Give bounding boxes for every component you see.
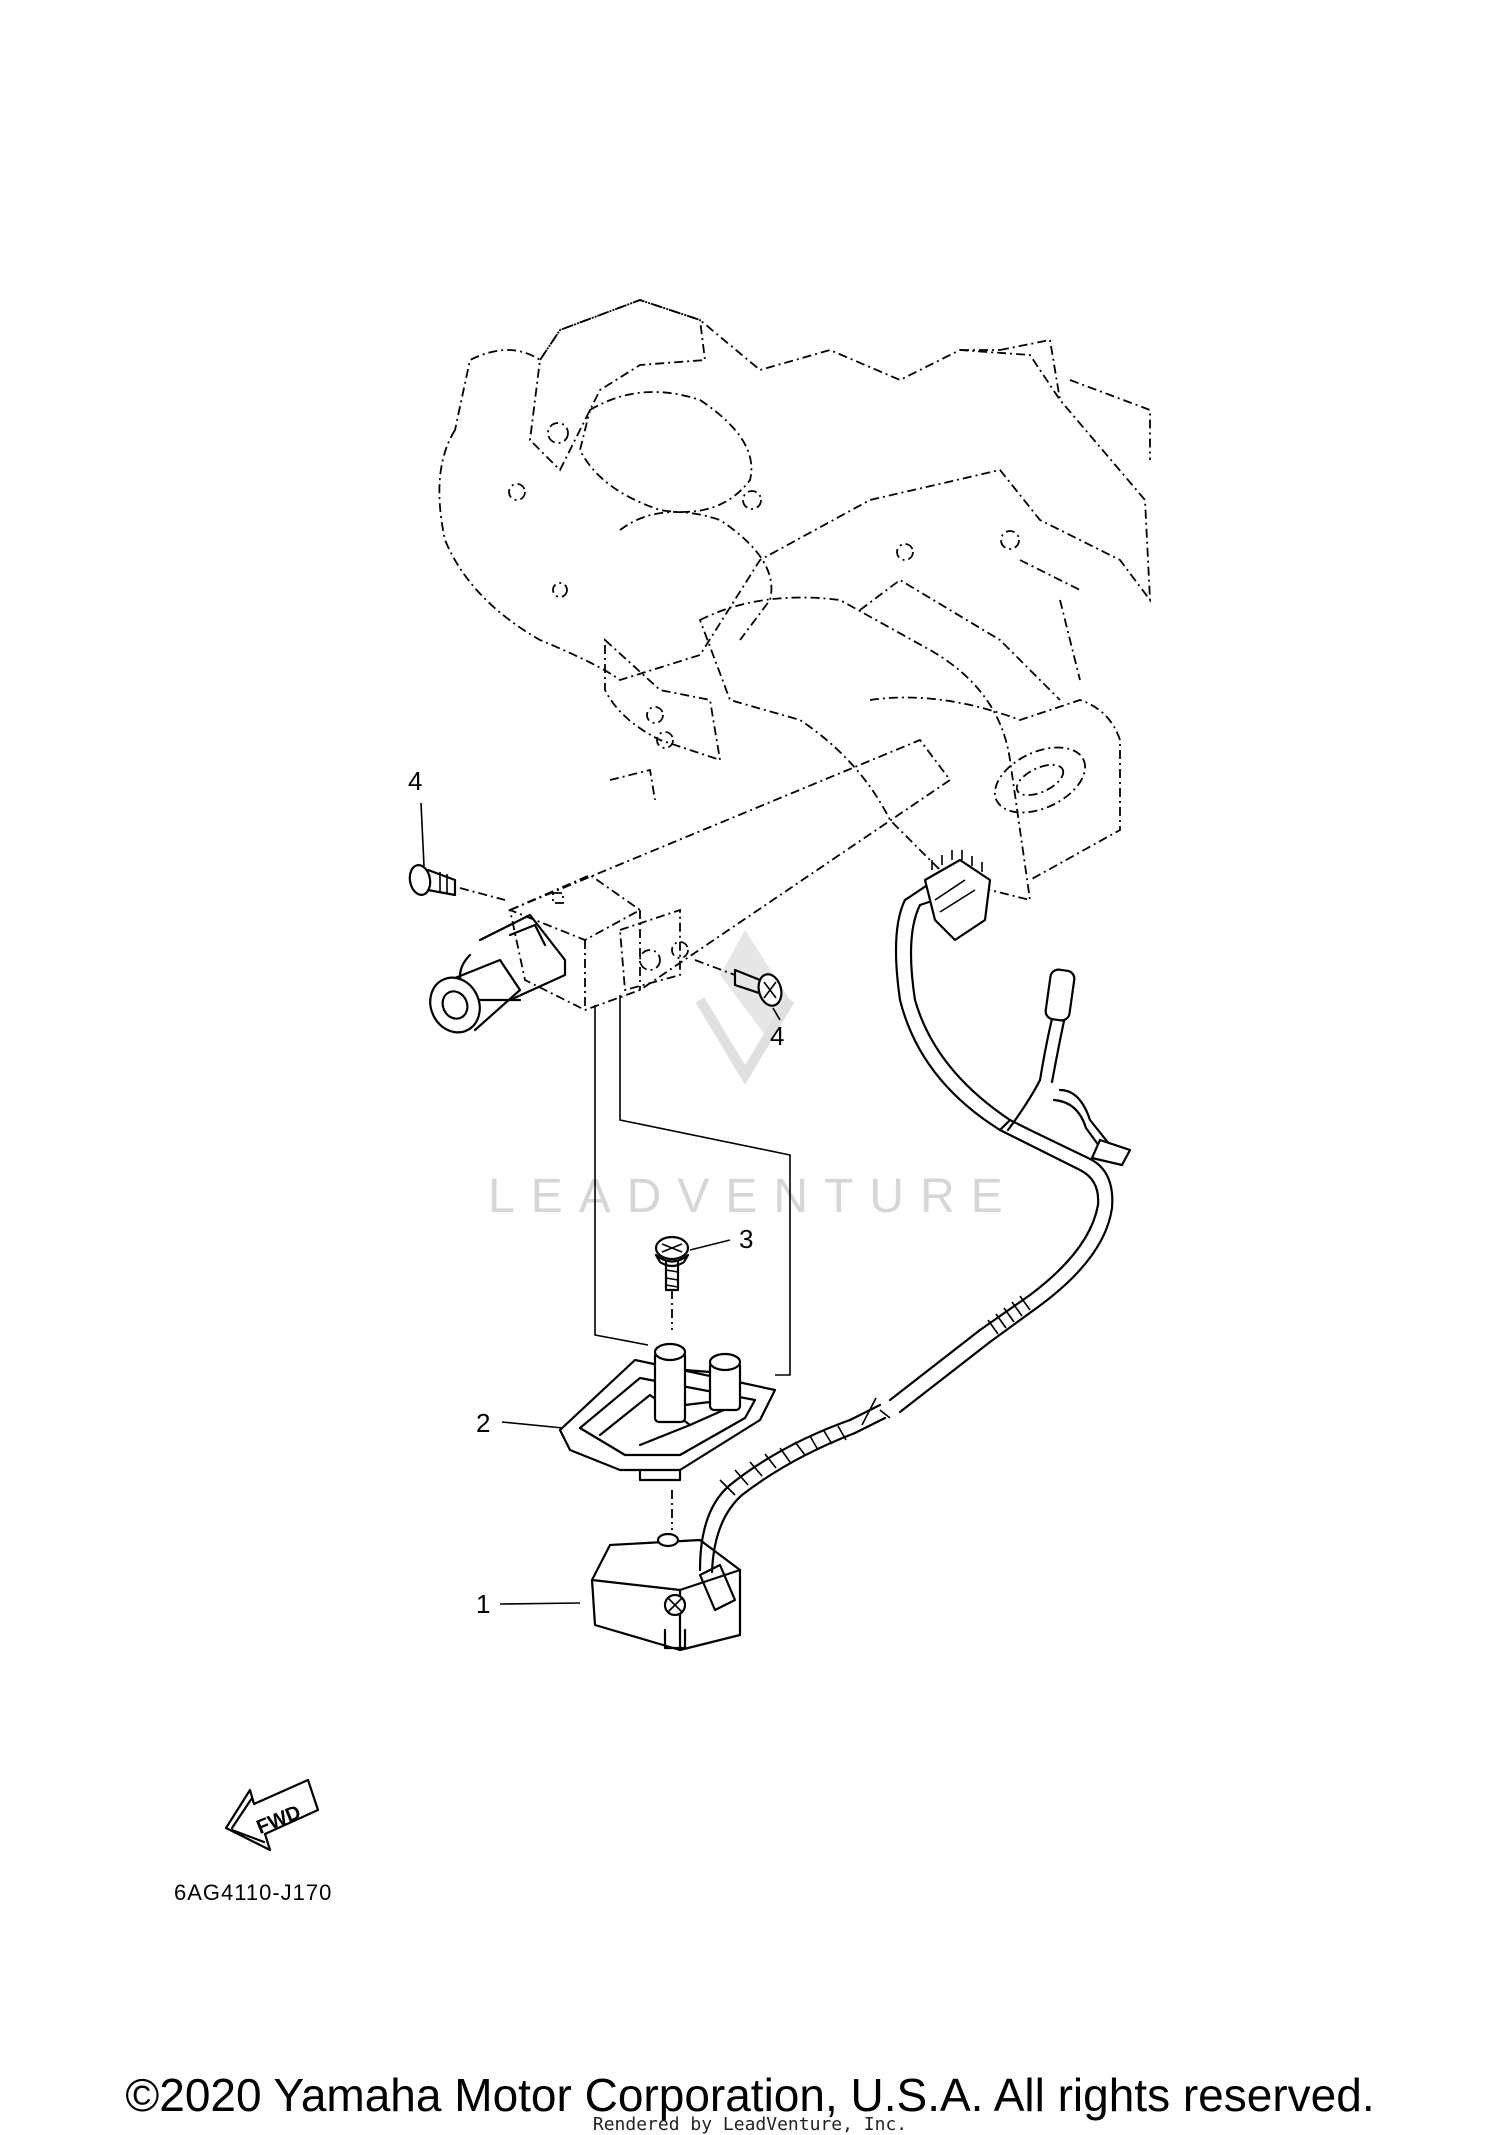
screw-3: [654, 1235, 690, 1292]
callout-2: 2: [476, 1408, 490, 1438]
screw-4-left: [408, 864, 506, 901]
trim-sensor: [590, 1490, 742, 1652]
screw-4-right: [694, 959, 783, 1007]
callout-1: 1: [476, 1589, 490, 1619]
fwd-label: FWD: [253, 1801, 303, 1838]
leadventure-watermark: LEADVENTURE: [488, 930, 1019, 1223]
watermark-text: LEADVENTURE: [488, 1170, 1019, 1223]
drawing-code: 6AG4110-J170: [174, 1880, 333, 1905]
sensor-bracket: [558, 1342, 777, 1482]
callout-4-bottom: 4: [770, 1021, 784, 1051]
fwd-arrow-icon: FWD: [224, 1778, 320, 1852]
rendered-by-credit: Rendered by LeadVenture, Inc.: [592, 2114, 908, 2135]
sensor-harness: [698, 850, 1132, 1574]
assembly-guide-lines: [594, 995, 791, 1376]
swivel-bracket: [438, 299, 1152, 902]
copyright-notice: ©2020 Yamaha Motor Corporation, U.S.A. A…: [125, 2069, 1375, 2121]
shaft-end: [429, 913, 567, 1034]
callout-4-top: 4: [408, 766, 422, 796]
callout-3: 3: [739, 1224, 753, 1254]
steering-shaft: [507, 738, 952, 1011]
callouts: 1 2 3 4 4: [408, 766, 784, 1619]
